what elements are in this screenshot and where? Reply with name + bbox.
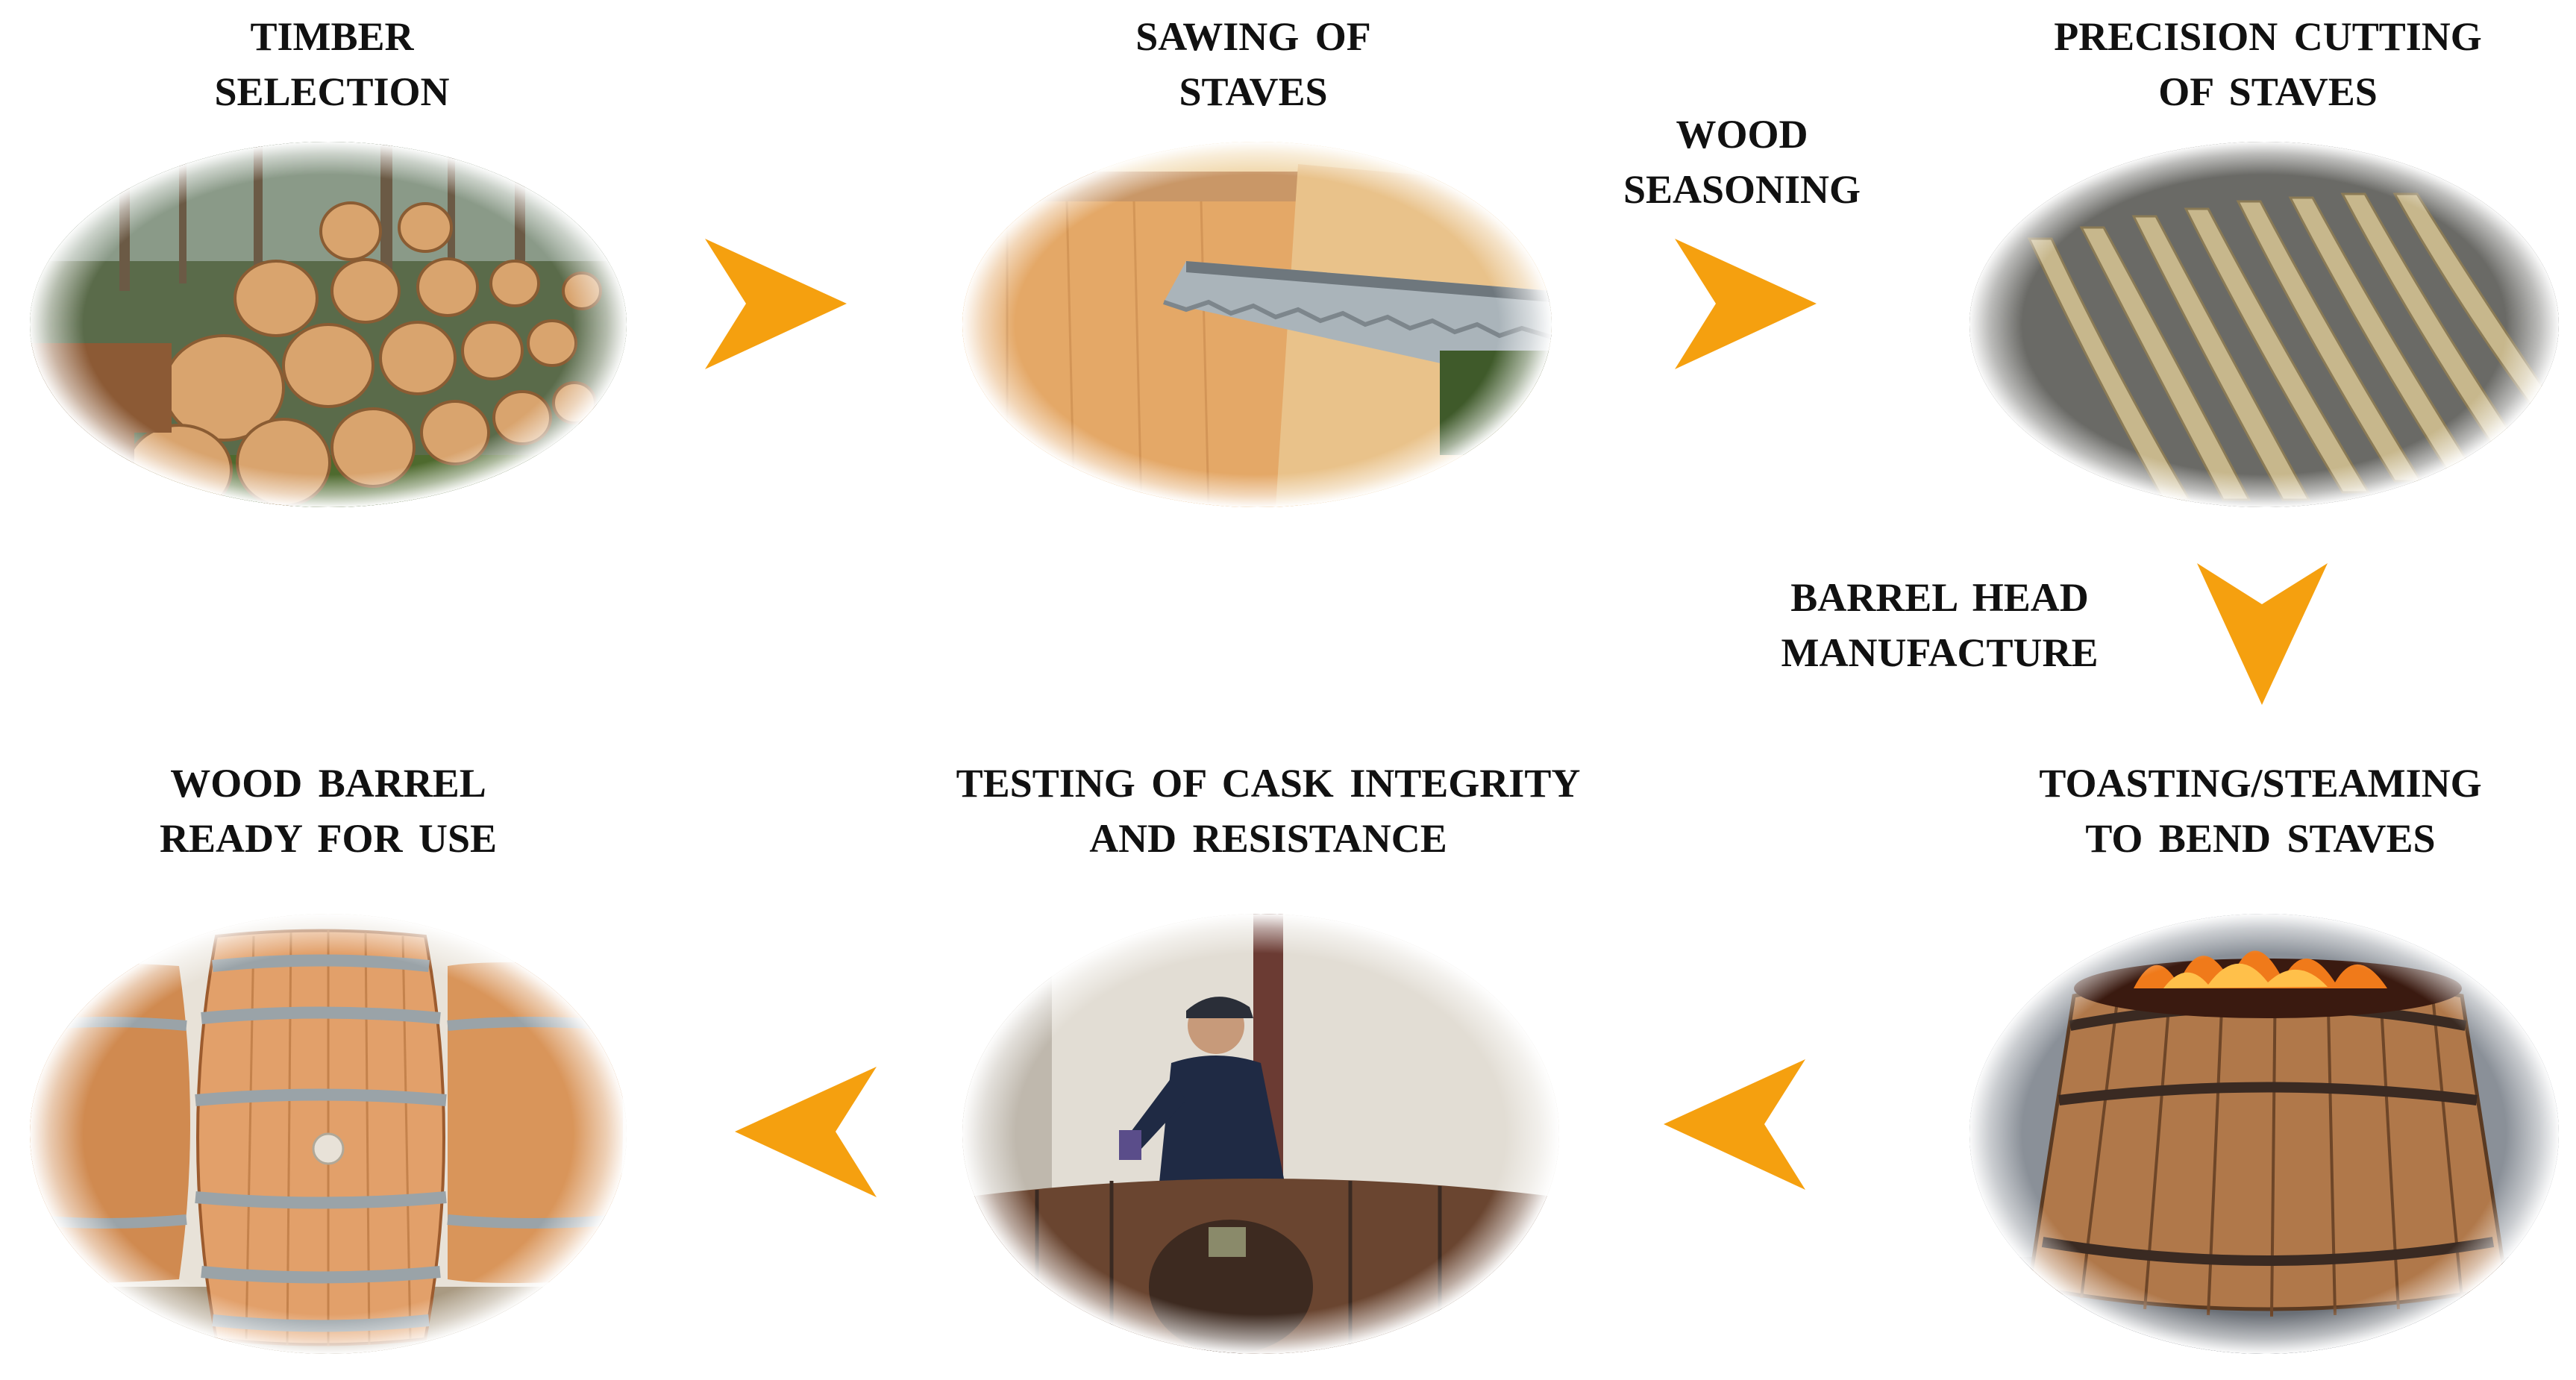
sawing-staves-photo [962, 142, 1552, 507]
arrow-left-2-icon [735, 1067, 877, 1197]
arrow-right-1-icon [705, 239, 847, 369]
arrow-down-icon [2197, 563, 2328, 705]
finished-barrels-photo [30, 914, 627, 1354]
label-sawing-of-staves: SAWING OF STAVES [1135, 14, 1371, 114]
label-toasting-steaming: TOASTING/STEAMING TO BEND STAVES [2039, 761, 2482, 861]
label-wood-barrel-ready: WOOD BARREL READY FOR USE [159, 761, 498, 861]
arrow-left-1-icon [1664, 1059, 1805, 1190]
label-timber-selection: TIMBER SELECTION [214, 14, 450, 114]
timber-logs-photo [30, 142, 627, 507]
label-barrel-head-manufacture: BARREL HEAD MANUFACTURE [1781, 575, 2099, 675]
precision-cut-staves-photo [1969, 142, 2559, 507]
label-testing-cask-integrity: TESTING OF CASK INTEGRITY AND RESISTANCE [956, 761, 1581, 861]
label-precision-cutting: PRECISION CUTTING OF STAVES [2054, 14, 2482, 114]
label-wood-seasoning: WOOD SEASONING [1623, 112, 1861, 212]
cask-testing-photo [962, 914, 1559, 1354]
arrow-right-2-icon [1675, 239, 1817, 369]
toasting-barrel-photo [1969, 914, 2559, 1354]
